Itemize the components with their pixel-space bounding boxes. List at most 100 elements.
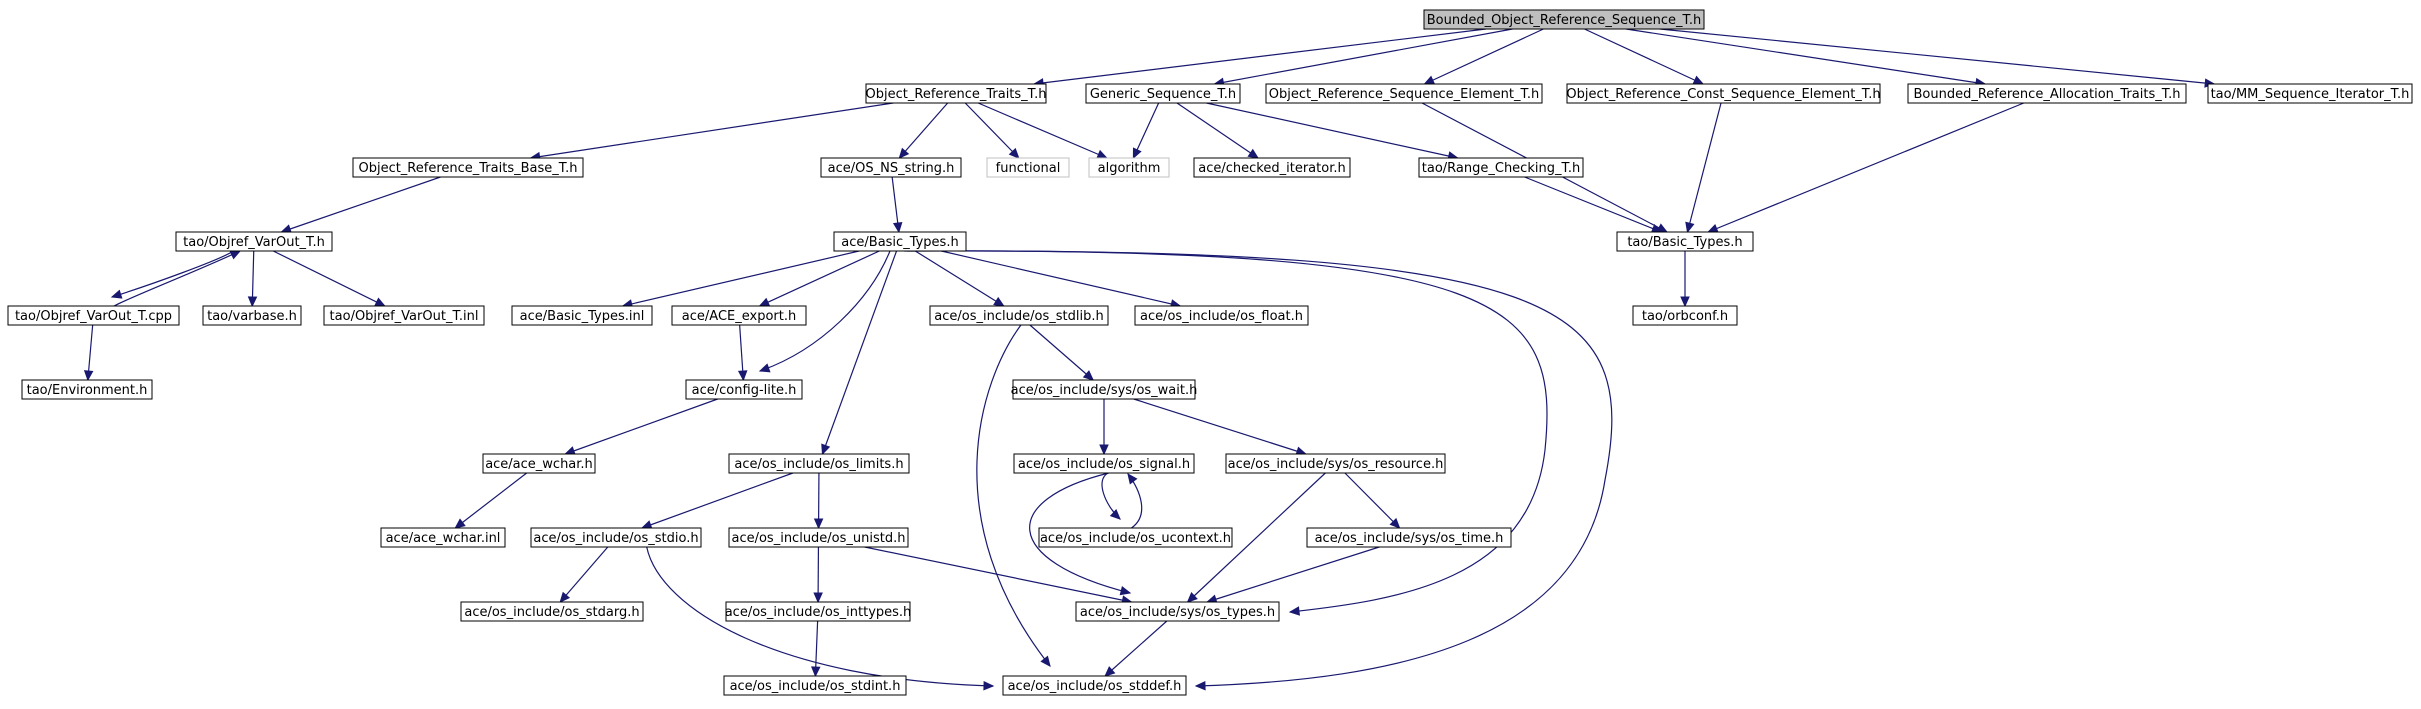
node-label: ace/ace_wchar.inl bbox=[386, 531, 501, 546]
node-ucontext[interactable]: ace/os_include/os_ucontext.h bbox=[1038, 527, 1233, 548]
node-signal[interactable]: ace/os_include/os_signal.h bbox=[1013, 453, 1195, 474]
node-box bbox=[671, 305, 807, 326]
edge-arrowhead bbox=[898, 147, 910, 159]
node-osns[interactable]: ace/OS_NS_string.h bbox=[820, 157, 962, 178]
node-acebt[interactable]: ace/Basic_Types.h bbox=[833, 231, 967, 252]
node-stddef[interactable]: ace/os_include/os_stddef.h bbox=[1002, 675, 1187, 696]
edge-arrowhead bbox=[83, 370, 94, 382]
edge-line bbox=[976, 324, 1051, 667]
node-box bbox=[1423, 9, 1705, 30]
edge-root-to-brat bbox=[1625, 28, 1987, 88]
node-box bbox=[1088, 157, 1170, 178]
edge-root-to-gs bbox=[1213, 28, 1513, 87]
node-label: ace/os_include/os_stdint.h bbox=[730, 679, 901, 694]
node-float[interactable]: ace/os_include/os_float.h bbox=[1134, 305, 1309, 326]
edge-line bbox=[111, 250, 234, 298]
node-stdarg[interactable]: ace/os_include/os_stdarg.h bbox=[460, 601, 644, 622]
edge-gs-to-rangechk bbox=[1206, 102, 1459, 161]
edge-line bbox=[1132, 102, 1160, 159]
edge-arrowhead bbox=[1099, 444, 1109, 456]
edge-line bbox=[964, 102, 1020, 159]
node-label: Object_Reference_Const_Sequence_Element_… bbox=[1566, 87, 1880, 102]
node-label: ace/os_include/os_stdarg.h bbox=[464, 605, 639, 620]
node-ortb[interactable]: Object_Reference_Traits_Base_T.h bbox=[352, 157, 584, 178]
node-box bbox=[1134, 305, 1309, 326]
edge-acebt-to-ostypes bbox=[907, 250, 1548, 616]
edge-arrowhead bbox=[1288, 606, 1300, 616]
node-ort[interactable]: Object_Reference_Traits_T.h bbox=[865, 83, 1047, 104]
edge-line bbox=[1686, 102, 1722, 233]
node-wcharinl[interactable]: ace/ace_wchar.inl bbox=[380, 527, 506, 548]
node-objrefcpp[interactable]: tao/Objref_VarOut_T.cpp bbox=[7, 305, 180, 326]
node-btinl[interactable]: ace/Basic_Types.inl bbox=[511, 305, 653, 326]
edge-line bbox=[272, 250, 386, 307]
node-label: tao/Objref_VarOut_T.h bbox=[183, 235, 325, 250]
edge-ostime-to-ostypes bbox=[1206, 546, 1380, 604]
node-gs[interactable]: Generic_Sequence_T.h bbox=[1085, 83, 1241, 104]
node-label: tao/Environment.h bbox=[27, 383, 148, 398]
node-label: ace/os_include/sys/os_time.h bbox=[1315, 531, 1504, 546]
node-mmsi[interactable]: tao/MM_Sequence_Iterator_T.h bbox=[2207, 83, 2413, 104]
node-varbase[interactable]: tao/varbase.h bbox=[202, 305, 302, 326]
node-box bbox=[728, 527, 909, 548]
node-label: Object_Reference_Traits_T.h bbox=[866, 87, 1047, 102]
node-stdio[interactable]: ace/os_include/os_stdio.h bbox=[530, 527, 702, 548]
node-inttypes[interactable]: ace/os_include/os_inttypes.h bbox=[725, 601, 912, 622]
node-oswait[interactable]: ace/os_include/sys/os_wait.h bbox=[1011, 379, 1198, 400]
edge-arrowhead bbox=[374, 297, 386, 307]
node-stdint[interactable]: ace/os_include/os_stdint.h bbox=[723, 675, 907, 696]
node-brat[interactable]: Bounded_Reference_Allocation_Traits_T.h bbox=[1907, 83, 2187, 104]
edge-line bbox=[977, 102, 1108, 159]
edge-line bbox=[622, 250, 860, 307]
node-objrefinl[interactable]: tao/Objref_VarOut_T.inl bbox=[323, 305, 485, 326]
node-box bbox=[352, 157, 584, 178]
edge-arrowhead bbox=[559, 591, 571, 603]
node-orbconf[interactable]: tao/orbconf.h bbox=[1632, 305, 1738, 326]
node-stdlib[interactable]: ace/os_include/os_stdlib.h bbox=[929, 305, 1109, 326]
node-algorithm[interactable]: algorithm bbox=[1088, 157, 1170, 178]
edge-taobt-to-orbconf bbox=[1680, 251, 1690, 308]
node-label: ace/os_include/os_signal.h bbox=[1018, 457, 1190, 472]
edge-arrowhead bbox=[1104, 666, 1116, 677]
edge-line bbox=[1206, 102, 1458, 159]
node-resource[interactable]: ace/os_include/sys/os_resource.h bbox=[1225, 453, 1446, 474]
node-label: ace/os_include/os_stdio.h bbox=[533, 531, 698, 546]
node-chkit[interactable]: ace/checked_iterator.h bbox=[1193, 157, 1351, 178]
node-unistd[interactable]: ace/os_include/os_unistd.h bbox=[728, 527, 909, 548]
node-label: Generic_Sequence_T.h bbox=[1090, 87, 1236, 102]
node-root[interactable]: Bounded_Object_Reference_Sequence_T.h bbox=[1423, 9, 1705, 30]
edge-arrowhead bbox=[983, 680, 995, 691]
node-taobt[interactable]: tao/Basic_Types.h bbox=[1616, 231, 1754, 252]
node-objref[interactable]: tao/Objref_VarOut_T.h bbox=[175, 231, 333, 252]
node-label: ace/os_include/os_ucontext.h bbox=[1040, 531, 1231, 546]
node-limits[interactable]: ace/os_include/os_limits.h bbox=[728, 453, 910, 474]
edge-line bbox=[1344, 472, 1400, 529]
node-label: tao/orbconf.h bbox=[1642, 309, 1728, 324]
node-rangechk[interactable]: tao/Range_Checking_T.h bbox=[1418, 157, 1584, 178]
edge-stdlib-to-oswait bbox=[1029, 324, 1095, 381]
edge-configlite-to-wchar bbox=[564, 398, 718, 456]
node-wchar[interactable]: ace/ace_wchar.h bbox=[482, 453, 596, 474]
edge-gs-to-algorithm bbox=[1132, 102, 1160, 160]
edge-line bbox=[941, 250, 1181, 307]
node-configlite[interactable]: ace/config-lite.h bbox=[685, 379, 803, 400]
edge-limits-to-unistd bbox=[813, 472, 824, 530]
node-ostime[interactable]: ace/os_include/sys/os_time.h bbox=[1306, 527, 1512, 548]
node-ostypes[interactable]: ace/os_include/sys/os_types.h bbox=[1075, 601, 1280, 622]
edge-ort-to-ortb bbox=[529, 102, 894, 162]
edge-line bbox=[1625, 28, 1986, 85]
node-box bbox=[482, 453, 596, 474]
node-label: tao/Basic_Types.h bbox=[1627, 235, 1742, 250]
edge-acebt-to-limits bbox=[821, 250, 898, 456]
edge-ortb-to-objref bbox=[280, 176, 441, 234]
node-box bbox=[725, 601, 911, 622]
edge-arrowhead bbox=[1194, 680, 1206, 691]
node-aceexp[interactable]: ace/ACE_export.h bbox=[671, 305, 807, 326]
edge-ort-to-osns bbox=[898, 102, 949, 159]
node-functional[interactable]: functional bbox=[986, 157, 1070, 178]
node-orse[interactable]: Object_Reference_Sequence_Element_T.h bbox=[1265, 83, 1543, 104]
node-env[interactable]: tao/Environment.h bbox=[21, 379, 153, 400]
node-box bbox=[723, 675, 907, 696]
node-orcse[interactable]: Object_Reference_Const_Sequence_Element_… bbox=[1566, 83, 1881, 104]
node-label: Object_Reference_Sequence_Element_T.h bbox=[1269, 87, 1540, 102]
